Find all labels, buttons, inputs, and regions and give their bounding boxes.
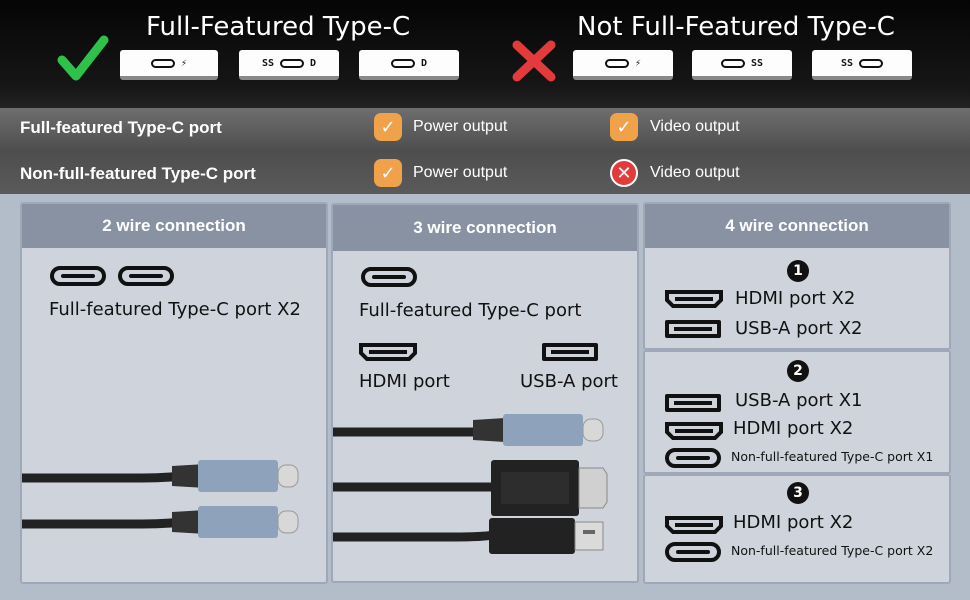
option-line: USB-A port X1: [735, 390, 863, 411]
video-output-label: Video output: [650, 164, 740, 181]
not-full-featured-title: Not Full-Featured Type-C: [577, 12, 895, 42]
panel-title: 3 wire connection: [333, 205, 637, 251]
usba-label: USB-A port: [520, 371, 618, 392]
displayport-icon: D: [310, 57, 317, 69]
port-label: Full-featured Type-C port X2: [49, 299, 301, 320]
panel-2-wire: 2 wire connection Full-featured Type-C p…: [20, 202, 328, 584]
check-icon: [57, 35, 109, 81]
hdmi-port-icon: [359, 343, 417, 361]
usbc-icon: [720, 58, 745, 68]
usbc-port-icon: [361, 267, 417, 287]
option-line: HDMI port X2: [733, 512, 854, 533]
port-card-usbc-bolt-slim: ⚡: [573, 50, 673, 80]
hdmi-port-icon: [665, 516, 723, 534]
option-number-badge: 3: [787, 482, 809, 504]
superspeed-icon: SS: [840, 57, 854, 69]
hdmi-label: HDMI port: [359, 371, 450, 392]
bolt-icon: ⚡: [180, 57, 188, 69]
option-number-badge: 2: [787, 360, 809, 382]
usba-port-icon: [665, 320, 721, 338]
port-card-usbc-ss: SS: [692, 50, 792, 80]
port-card-ss-usbc-dp: SS D: [239, 50, 339, 80]
panel-title: 4 wire connection: [645, 204, 949, 248]
feature-row-label: Full-featured Type-C port: [20, 118, 222, 137]
video-output-label: Video output: [650, 118, 740, 135]
displayport-icon: D: [420, 57, 428, 69]
option-line: USB-A port X2: [735, 318, 863, 339]
check-badge-icon: ✓: [374, 113, 402, 141]
usbc-icon: [859, 58, 884, 68]
hdmi-port-icon: [665, 290, 723, 308]
check-badge-icon: ✓: [610, 113, 638, 141]
power-output-label: Power output: [413, 118, 508, 135]
cross-icon: [512, 40, 556, 82]
usbc-port-icon: [118, 266, 174, 286]
option-line: HDMI port X2: [733, 418, 854, 439]
full-featured-title: Full-Featured Type-C: [146, 12, 411, 42]
usbc-icon: [280, 58, 304, 68]
option-2-panel: 2 USB-A port X1 HDMI port X2 Non-full-fe…: [643, 350, 951, 474]
superspeed-icon: SS: [750, 57, 764, 69]
panel-title: 2 wire connection: [22, 204, 326, 248]
port-label: Full-featured Type-C port: [359, 300, 582, 321]
port-card-usbc-dp: D: [359, 50, 459, 80]
port-card-ss-usbc: SS: [812, 50, 912, 80]
usbc-cable-illustration: [22, 460, 299, 538]
panel-3-wire: 3 wire connection Full-featured Type-C p…: [331, 203, 639, 583]
usbc-icon: [390, 58, 415, 68]
three-cable-illustration: [333, 414, 608, 554]
hdmi-port-icon: [665, 422, 723, 440]
bolt-icon: ⚡: [634, 57, 642, 69]
option-line: Non-full-featured Type-C port X1: [731, 449, 934, 464]
check-badge-icon: ✓: [374, 159, 402, 187]
cross-badge-icon: ✕: [610, 159, 638, 187]
feature-row-label: Non-full-featured Type-C port: [20, 164, 256, 183]
features-band: Full-featured Type-C port ✓ Power output…: [0, 108, 970, 194]
power-output-label: Power output: [413, 164, 508, 181]
option-3-panel: 3 HDMI port X2 Non-full-featured Type-C …: [643, 474, 951, 584]
superspeed-icon: SS: [261, 57, 274, 69]
usba-port-icon: [542, 343, 598, 361]
option-line: Non-full-featured Type-C port X2: [731, 543, 934, 558]
usbc-port-icon: [665, 448, 721, 468]
usbc-icon: [150, 58, 175, 68]
usbc-port-icon: [50, 266, 106, 286]
header-banner: Full-Featured Type-C ⚡ SS D D Not Full-F…: [0, 0, 970, 108]
port-card-usbc-bolt: ⚡: [120, 50, 218, 80]
usba-port-icon: [665, 394, 721, 412]
usbc-icon: [604, 58, 629, 68]
option-line: HDMI port X2: [735, 288, 856, 309]
usbc-port-icon: [665, 542, 721, 562]
option-number-badge: 1: [787, 260, 809, 282]
panel-4-wire: 4 wire connection 1 HDMI port X2 USB-A p…: [643, 202, 951, 350]
